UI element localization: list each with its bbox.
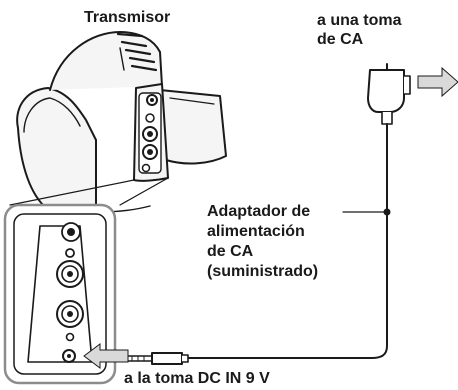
adapter-label-line3: de CA [207, 243, 254, 260]
to-outlet-arrow [417, 66, 458, 98]
to-jack-arrow [83, 343, 129, 369]
dc-jack-label: a la toma DC IN 9 V [124, 370, 270, 387]
callout-lines [9, 177, 169, 206]
adapter-label-line2: alimentación [207, 223, 305, 240]
direction-arrows [83, 66, 458, 369]
transmitter-device [16, 31, 227, 213]
dc-cable [125, 63, 391, 365]
ac-outlet-label-line2: de CA [317, 31, 364, 48]
ac-adapter [367, 69, 411, 141]
ac-outlet-label-line1: a una toma [317, 12, 402, 29]
adapter-label-line1: Adaptador de [207, 203, 311, 220]
jack-panel-inset [3, 203, 117, 385]
transmitter-label: Transmisor [84, 9, 171, 26]
adapter-label-line4: (suministrado) [207, 263, 319, 280]
